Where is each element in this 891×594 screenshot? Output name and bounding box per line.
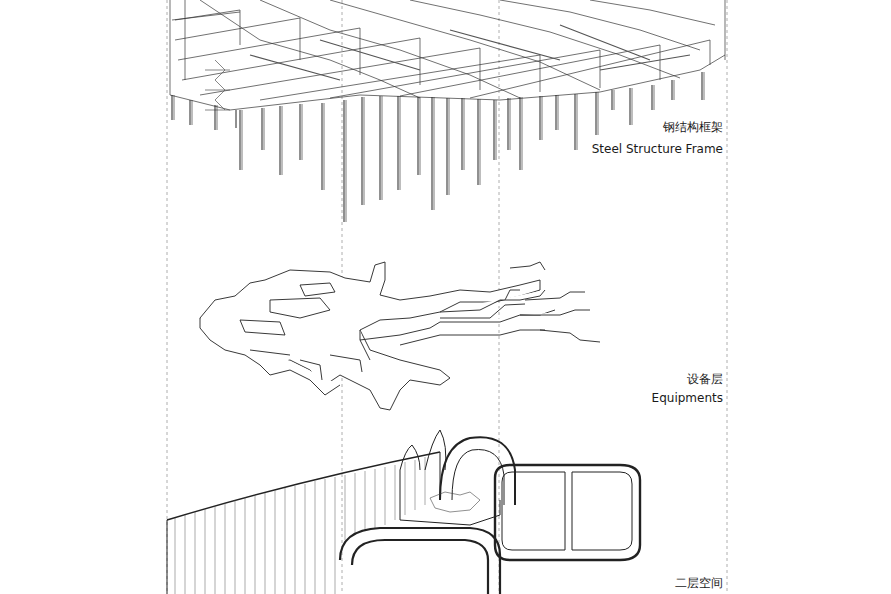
layer-name-english: Steel Structure Frame	[591, 142, 724, 157]
second-floor	[167, 430, 640, 594]
layer-name: 二层空间	[674, 576, 724, 591]
alignment-lines	[167, 0, 727, 594]
layer-name-english: Equipments	[651, 391, 724, 406]
equipment-ducts	[200, 262, 600, 410]
layer-name: 钢结构框架	[662, 120, 724, 135]
steel-frame	[170, 0, 725, 110]
layer-name: 设备层	[686, 372, 724, 387]
